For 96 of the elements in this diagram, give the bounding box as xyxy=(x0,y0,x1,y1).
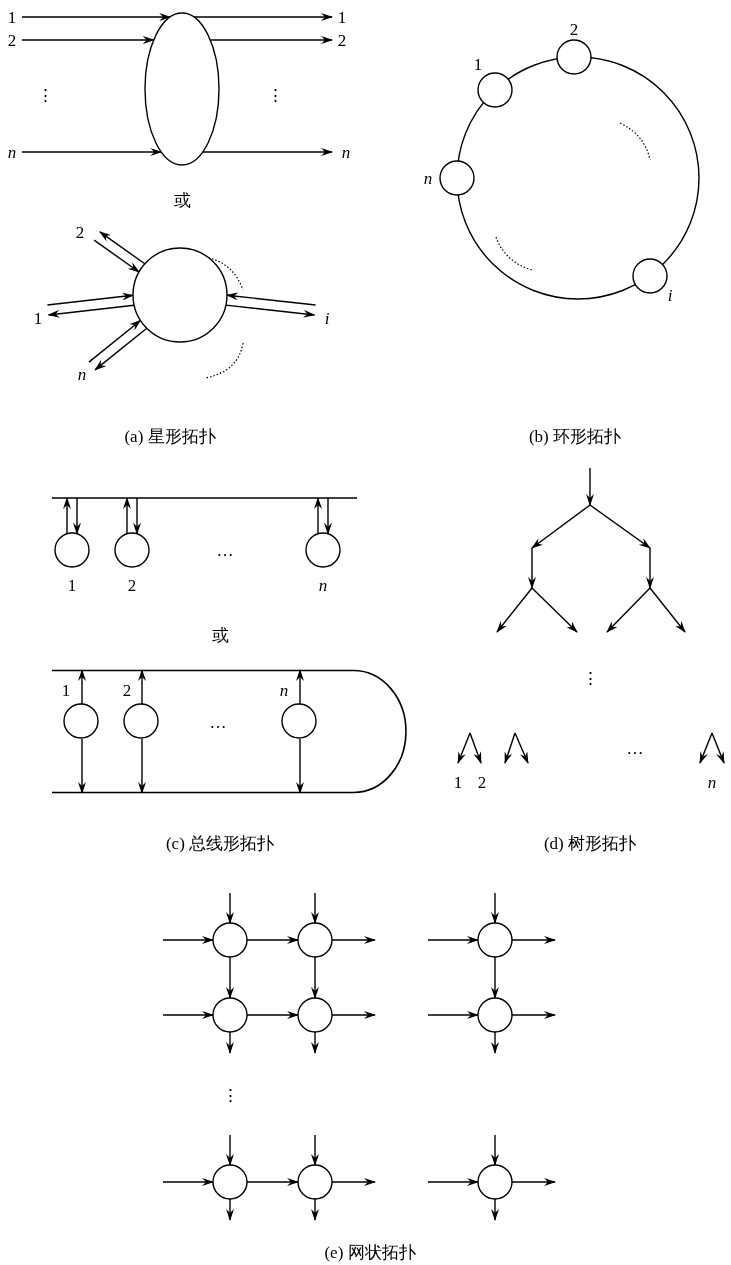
circle-node xyxy=(477,997,513,1033)
circle-node xyxy=(281,703,317,739)
arrow xyxy=(491,1031,499,1054)
arrow xyxy=(162,936,214,944)
port-number: 2 xyxy=(7,31,17,49)
arrow xyxy=(296,669,304,706)
label-text: 2 xyxy=(477,773,487,791)
circle-node xyxy=(212,922,248,958)
arrow xyxy=(99,231,146,265)
arrow xyxy=(88,319,142,363)
label-text: (e) 网状拓扑 xyxy=(324,1243,416,1261)
arrow xyxy=(311,892,319,924)
port-number: n xyxy=(77,365,87,383)
port-number: 1 xyxy=(337,8,347,26)
circle-node xyxy=(114,532,150,568)
arrow xyxy=(225,304,316,318)
arrow xyxy=(202,148,333,156)
circle-node xyxy=(212,1164,248,1200)
label-text: ⋮ xyxy=(581,669,599,687)
port-number: n xyxy=(341,143,351,161)
port-number: 1 xyxy=(33,309,43,327)
label-text: … xyxy=(216,541,234,559)
arrow xyxy=(94,327,148,371)
circle-node xyxy=(297,922,333,958)
arrow xyxy=(46,292,134,306)
circle-node xyxy=(54,532,90,568)
arrow xyxy=(78,669,86,706)
arrow xyxy=(93,239,140,273)
arrow xyxy=(311,1134,319,1166)
arrow xyxy=(226,1031,234,1054)
circle-node xyxy=(477,1164,513,1200)
arrow xyxy=(21,148,163,156)
port-number: n xyxy=(7,143,17,161)
label-text: 1 xyxy=(453,773,463,791)
circle-node xyxy=(123,703,159,739)
arrow xyxy=(491,956,499,999)
arrow xyxy=(226,1198,234,1221)
port-number: 1 xyxy=(7,8,17,26)
ellipse-node xyxy=(144,12,220,166)
arrow xyxy=(226,1134,234,1166)
arrow xyxy=(324,497,332,535)
label-text: ⋮ xyxy=(221,1086,239,1104)
arrow xyxy=(311,956,319,999)
arrow xyxy=(73,497,81,535)
bus-line xyxy=(51,495,358,501)
bus-loop xyxy=(51,669,406,794)
arrow xyxy=(226,956,234,999)
label-text: ⋮ xyxy=(36,86,54,104)
arrow xyxy=(491,1134,499,1166)
circle-node xyxy=(132,247,228,343)
arrow xyxy=(427,1011,479,1019)
arrow xyxy=(162,1011,214,1019)
arrow xyxy=(138,669,146,706)
arrow xyxy=(491,892,499,924)
label-text: ⋮ xyxy=(266,86,284,104)
circle-node xyxy=(632,258,668,294)
label-text: (a) 星形拓扑 xyxy=(124,427,216,445)
arrow xyxy=(162,1178,214,1186)
circle-node xyxy=(297,997,333,1033)
arrow xyxy=(193,13,333,21)
arrow xyxy=(21,13,172,21)
circle-node xyxy=(297,1164,333,1200)
circle-node xyxy=(477,72,513,108)
arrow xyxy=(427,1178,479,1186)
arrow xyxy=(311,1031,319,1054)
port-number: 2 xyxy=(75,223,85,241)
label-text: (b) 环形拓扑 xyxy=(528,427,622,445)
circle-node xyxy=(556,39,592,75)
arrow xyxy=(296,738,304,794)
arrow xyxy=(427,936,479,944)
circle-node xyxy=(212,997,248,1033)
arrow xyxy=(78,738,86,794)
label-text: … xyxy=(209,713,227,731)
label-text: (d) 树形拓扑 xyxy=(543,834,637,852)
circle-node xyxy=(477,922,513,958)
port-number: 2 xyxy=(337,31,347,49)
label-text: 或 xyxy=(211,626,229,644)
arrow xyxy=(133,497,141,535)
arrow xyxy=(63,497,71,535)
label-text: (c) 总线形拓扑 xyxy=(165,834,275,852)
circle-node xyxy=(63,703,99,739)
label-text: n xyxy=(707,773,717,791)
port-number: i xyxy=(324,309,330,327)
arrow xyxy=(491,1198,499,1221)
circle-node xyxy=(305,532,341,568)
arrow xyxy=(311,1198,319,1221)
arrow xyxy=(314,497,322,535)
arrow xyxy=(209,36,333,44)
label-text: … xyxy=(626,739,644,757)
arrow xyxy=(138,738,146,794)
arrow xyxy=(226,892,234,924)
arrow xyxy=(47,304,135,318)
circle-node xyxy=(439,160,475,196)
arrow xyxy=(123,497,131,535)
label-text: 或 xyxy=(173,191,191,209)
arrow xyxy=(21,36,155,44)
